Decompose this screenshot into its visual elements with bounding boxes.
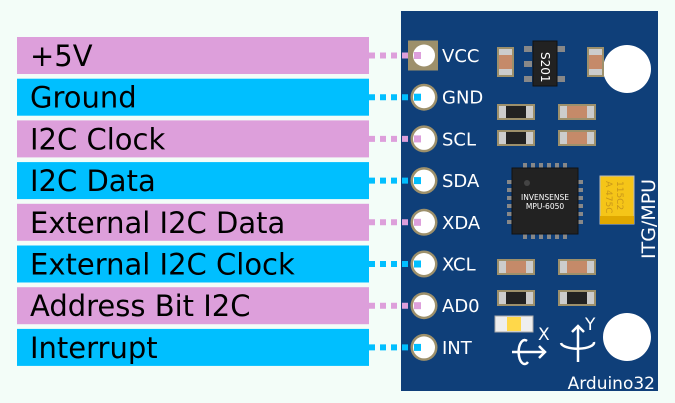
pin-row-sda: I2C Data SDA xyxy=(17,162,480,200)
smd-resistor xyxy=(558,290,596,306)
side-label: ITG/MPU xyxy=(638,179,660,259)
pin-hole[interactable] xyxy=(413,169,435,192)
regulator-label: S201 xyxy=(538,52,552,83)
pin-row-xda: External I2C Data XDA xyxy=(17,203,481,241)
pin-marker xyxy=(414,52,421,59)
smd-capacitor xyxy=(587,47,604,77)
smd-capacitor xyxy=(558,104,596,120)
pin-hole[interactable] xyxy=(413,294,435,317)
tantalum-capacitor: A 475C 115C2 xyxy=(599,175,635,225)
pin-marker xyxy=(414,343,421,351)
pin-label-box xyxy=(17,37,369,74)
pin-name: XCL xyxy=(442,255,476,276)
pin-description: I2C Data xyxy=(30,164,156,198)
pin-label-box xyxy=(17,245,369,283)
pin-hole[interactable] xyxy=(413,127,435,150)
pin-name: XDA xyxy=(442,213,481,234)
pin-hole[interactable] xyxy=(413,44,435,67)
pin-description: Interrupt xyxy=(30,331,158,365)
pin-hole[interactable] xyxy=(413,253,435,275)
pin-description: External I2C Data xyxy=(30,206,285,240)
pin-name: GND xyxy=(442,88,483,109)
pin-name: SDA xyxy=(442,171,480,192)
chip-label-1: INVENSENSE xyxy=(521,193,569,202)
pin-name: VCC xyxy=(442,46,479,67)
axis-x-icon xyxy=(512,338,547,366)
smd-resistor xyxy=(497,290,535,306)
pin-hole[interactable] xyxy=(413,211,435,234)
axis-y-icon xyxy=(559,324,596,362)
pin-description: Ground xyxy=(30,81,137,115)
pin-name: AD0 xyxy=(442,296,480,317)
pin-row-ad0: Address Bit I2C AD0 xyxy=(17,287,480,325)
axis-x-label: X xyxy=(538,325,550,345)
brand-label: Arduino32 xyxy=(568,374,655,394)
axis-y-label: Y xyxy=(584,315,596,335)
pin-marker xyxy=(414,218,421,226)
mounting-hole xyxy=(603,313,651,361)
pin-description: I2C Clock xyxy=(30,122,165,156)
pin-description: External I2C Clock xyxy=(30,248,295,282)
pin-row-int: Interrupt INT xyxy=(17,328,473,366)
pin-marker xyxy=(414,135,421,143)
pin-row-xcl: External I2C Clock XCL xyxy=(17,245,476,283)
pin-marker xyxy=(414,93,421,101)
capacitor-label-1: A 475C xyxy=(603,181,613,213)
pin-marker xyxy=(414,177,421,185)
mounting-hole xyxy=(603,45,651,93)
pin-name: INT xyxy=(442,338,473,359)
smd-capacitor xyxy=(558,259,596,275)
pin-label-box xyxy=(17,203,369,241)
pin-label-box xyxy=(17,120,369,158)
pin-label-box xyxy=(17,78,369,116)
pin-row-scl: I2C Clock SCL xyxy=(17,120,476,158)
smd-capacitor xyxy=(558,130,596,146)
regulator-chip: S201 xyxy=(524,40,565,87)
pin-row-gnd: Ground GND xyxy=(17,78,483,116)
pin-label-box xyxy=(17,328,369,366)
pin-row-vcc: +5V VCC xyxy=(17,37,479,74)
smd-resistor xyxy=(497,130,535,146)
smd-resistor xyxy=(497,104,535,120)
pin-hole[interactable] xyxy=(413,336,435,359)
led xyxy=(494,315,534,333)
smd-capacitor xyxy=(497,47,514,77)
pin-label-box xyxy=(17,162,369,200)
chip-label-2: MPU-6050 xyxy=(526,202,565,211)
pin-marker xyxy=(414,302,421,310)
pin-hole[interactable] xyxy=(413,86,435,109)
pin-description: +5V xyxy=(30,39,93,73)
pin-name: SCL xyxy=(442,129,476,150)
pin-label-box xyxy=(17,287,369,325)
pin-description: Address Bit I2C xyxy=(30,289,251,323)
capacitor-label-2: 115C2 xyxy=(614,181,624,210)
pin-marker xyxy=(414,260,421,268)
smd-capacitor xyxy=(497,259,535,275)
